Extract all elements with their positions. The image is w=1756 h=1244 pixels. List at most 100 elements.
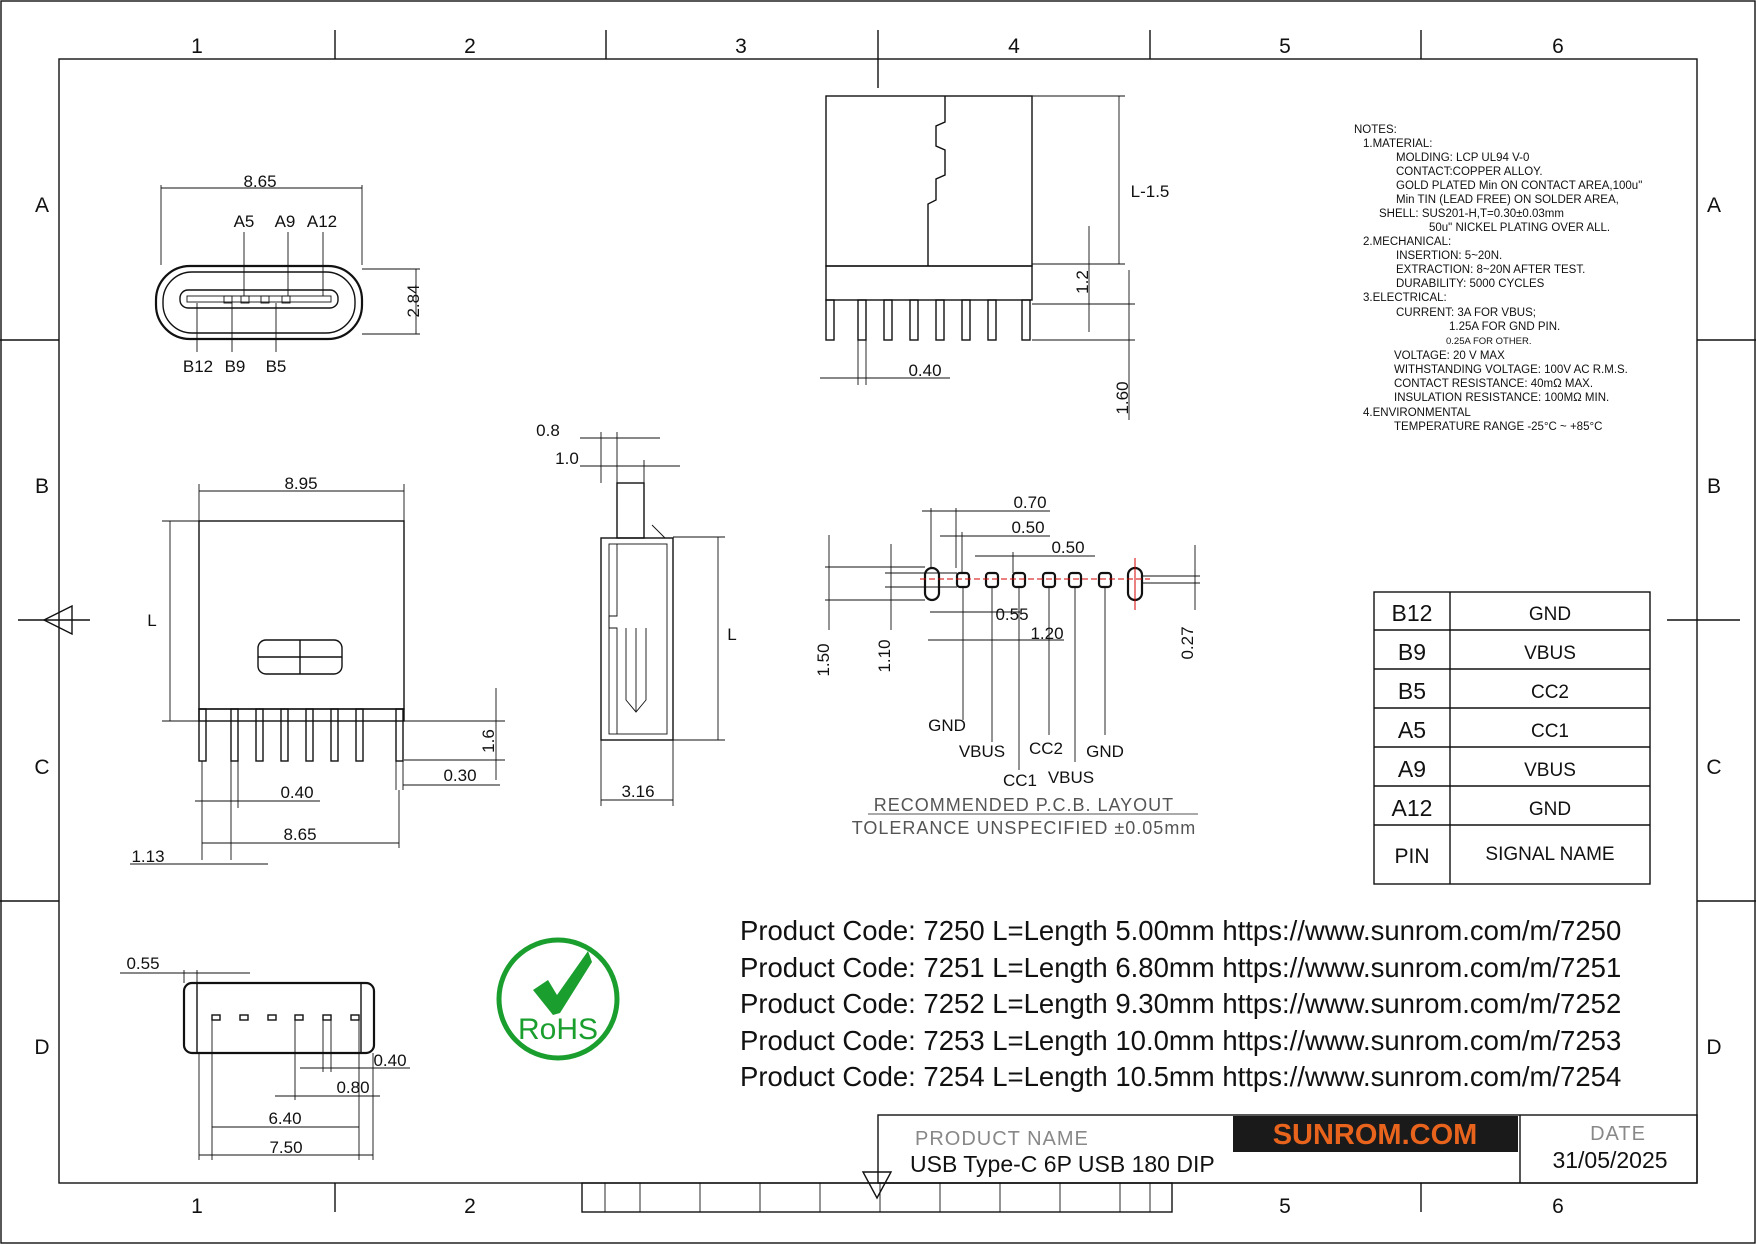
product-code-7253: Product Code: 7253 L=Length 10.0mm https… (740, 1025, 1621, 1056)
side-pin-length-dim: 1.60 (1113, 381, 1132, 414)
note-line-2: MOLDING: LCP UL94 V-0 (1396, 152, 1529, 164)
top-span-dim: 8.65 (283, 825, 316, 844)
pcb-caption-2: TOLERANCE UNSPECIFIED ±0.05mm (852, 818, 1197, 838)
profile-d1-dim: 0.8 (536, 421, 560, 440)
pin-cell-2: B5 (1398, 678, 1426, 704)
zone-col-1-bottom: 1 (191, 1195, 203, 1218)
bottom-span-750: 7.50 (269, 1138, 302, 1157)
signal-header: SIGNAL NAME (1485, 844, 1614, 865)
pcb-label-gnd-left: GND (928, 716, 966, 735)
pcb-label-cc2: CC2 (1029, 739, 1063, 758)
note-line-11: DURABILITY: 5000 CYCLES (1396, 278, 1545, 290)
zone-col-2-bottom: 2 (464, 1195, 476, 1218)
zone-col-4-top: 4 (1008, 35, 1020, 58)
pin-header: PIN (1394, 845, 1429, 868)
rohs-label: RoHS (518, 1013, 598, 1046)
note-line-4: GOLD PLATED Min ON CONTACT AREA,100u" (1396, 180, 1642, 192)
bottom-view: 0.55 0.40 0.80 6.40 7.50 (120, 954, 410, 1160)
zone-row-c-left: C (34, 756, 49, 779)
pcb-span-dim: 1.20 (1030, 624, 1063, 643)
product-code-7250: Product Code: 7250 L=Length 5.00mm https… (740, 915, 1621, 946)
note-line-20: 4.ENVIRONMENTAL (1363, 407, 1471, 419)
pcb-label-cc1: CC1 (1003, 771, 1037, 790)
note-line-16: VOLTAGE: 20 V MAX (1394, 350, 1505, 362)
note-line-13: CURRENT: 3A FOR VBUS; (1396, 307, 1536, 319)
front-pin-a12: A12 (307, 212, 337, 231)
profile-length-dim: L (727, 625, 736, 644)
zone-row-b-right: B (1707, 475, 1721, 498)
profile-view: 0.8 1.0 L 3.16 (536, 421, 737, 806)
pin-cell-3: A5 (1398, 717, 1426, 743)
product-code-7254: Product Code: 7254 L=Length 10.5mm https… (740, 1061, 1621, 1092)
zone-row-d-left: D (34, 1036, 49, 1059)
pin-cell-0: B12 (1392, 600, 1433, 626)
product-name: USB Type-C 6P USB 180 DIP (910, 1151, 1215, 1177)
product-code-7252: Product Code: 7252 L=Length 9.30mm https… (740, 988, 1621, 1019)
note-line-6: SHELL: SUS201-H,T=0.30±0.03mm (1379, 208, 1564, 220)
pin-cell-1: B9 (1398, 639, 1426, 665)
front-pin-a9: A9 (275, 212, 296, 231)
zone-col-5-bottom: 5 (1279, 1195, 1291, 1218)
brand-logo: SUNROM.COM (1273, 1119, 1478, 1151)
title-block: PRODUCT NAME USB Type-C 6P USB 180 DIP S… (877, 1114, 1698, 1184)
pcb-caption-1: RECOMMENDED P.C.B. LAYOUT (874, 795, 1174, 815)
note-line-21: TEMPERATURE RANGE -25°C ~ +85°C (1394, 421, 1602, 433)
zone-row-a-right: A (1707, 194, 1721, 217)
pcb-label-vbus-right: VBUS (1048, 768, 1094, 787)
date-value: 31/05/2025 (1552, 1147, 1667, 1173)
front-pin-b5: B5 (266, 357, 287, 376)
check-icon (533, 951, 592, 1015)
front-view: 8.65 A5 A9 A12 B12 B9 B5 2.84 (154, 172, 423, 376)
zone-row-a-left: A (35, 194, 49, 217)
zone-col-2-top: 2 (464, 35, 476, 58)
rohs-badge: RoHS (496, 937, 620, 1061)
signal-cell-0: GND (1529, 604, 1571, 625)
pcb-label-gnd-right: GND (1086, 742, 1124, 761)
profile-d2-dim: 1.0 (555, 449, 579, 468)
pcb-label-vbus-left: VBUS (959, 742, 1005, 761)
side-base-dim: 1.2 (1073, 270, 1092, 294)
pin-table: B12 B9 B5 A5 A9 A12 PIN GND VBUS CC2 CC1… (1373, 591, 1651, 885)
note-line-19: INSULATION RESISTANCE: 100MΩ MIN. (1394, 392, 1609, 404)
front-height-dim: 2.84 (404, 284, 423, 317)
zone-col-3-top: 3 (735, 35, 747, 58)
notes-block: NOTES: 1.MATERIAL: MOLDING: LCP UL94 V-0… (1354, 124, 1642, 433)
pcb-pitch-050b: 0.50 (1051, 538, 1084, 557)
front-pin-b12: B12 (183, 357, 213, 376)
zone-ticks (0, 30, 1756, 1213)
pcb-h2-dim: 1.10 (875, 639, 894, 672)
zone-col-6-top: 6 (1552, 35, 1564, 58)
product-codes: Product Code: 7250 L=Length 5.00mm https… (740, 915, 1621, 1092)
note-line-0: NOTES: (1354, 124, 1397, 136)
profile-depth-dim: 3.16 (621, 782, 654, 801)
bottom-pitch-040: 0.40 (373, 1051, 406, 1070)
note-line-3: CONTACT:COPPER ALLOY. (1396, 166, 1543, 178)
note-line-7: 50u" NICKEL PLATING OVER ALL. (1429, 222, 1610, 234)
signal-cell-1: VBUS (1524, 643, 1576, 664)
bottom-span-640: 6.40 (268, 1109, 301, 1128)
note-line-1: 1.MATERIAL: (1363, 138, 1432, 150)
pcb-h3-dim: 0.27 (1178, 626, 1197, 659)
note-line-9: INSERTION: 5~20N. (1396, 250, 1502, 262)
top-offset-dim: 0.30 (443, 766, 476, 785)
side-height-dim: L-1.5 (1131, 182, 1170, 201)
note-line-8: 2.MECHANICAL: (1363, 236, 1451, 248)
pcb-pitch-070: 0.70 (1013, 493, 1046, 512)
top-edge-dim: 1.13 (131, 847, 164, 866)
zone-labels: 1 2 3 4 5 6 1 2 5 6 A B C D A B C D (34, 35, 1721, 1218)
signal-cell-3: CC1 (1531, 721, 1569, 742)
zone-col-5-top: 5 (1279, 35, 1291, 58)
product-name-label: PRODUCT NAME (915, 1128, 1089, 1150)
front-width-dim: 8.65 (243, 172, 276, 191)
top-length-dim: L (147, 611, 156, 630)
side-view: L-1.5 1.2 1.60 0.40 (820, 95, 1170, 420)
pin-cell-5: A12 (1392, 795, 1433, 821)
note-line-12: 3.ELECTRICAL: (1363, 292, 1447, 304)
product-code-7251: Product Code: 7251 L=Length 6.80mm https… (740, 952, 1621, 983)
pcb-layout: 0.70 0.50 0.50 0.55 1.20 1.50 1.10 0.27 … (814, 493, 1200, 838)
note-line-14: 1.25A FOR GND PIN. (1449, 321, 1560, 333)
brand-banner (1233, 1116, 1518, 1152)
signal-cell-2: CC2 (1531, 682, 1569, 703)
side-pitch-dim: 0.40 (908, 361, 941, 380)
